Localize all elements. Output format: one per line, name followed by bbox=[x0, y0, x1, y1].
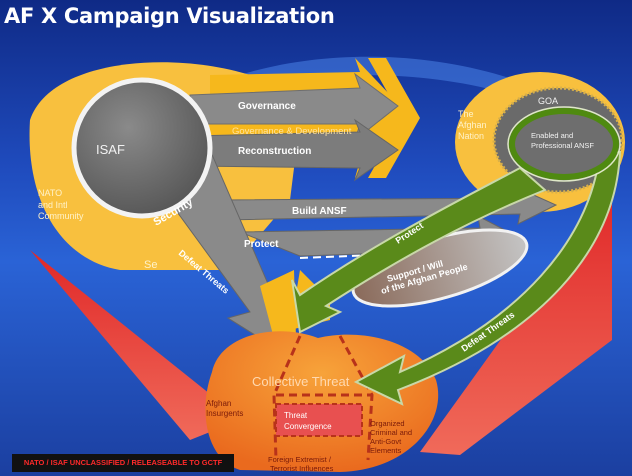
ansf-label-line2: Professional ANSF bbox=[531, 141, 594, 150]
criminal-label-line4: Elements bbox=[370, 446, 402, 455]
yellow-chevron bbox=[368, 58, 420, 178]
isaf-circle bbox=[71, 77, 213, 219]
governance-arrow bbox=[189, 72, 399, 142]
isaf-label: ISAF bbox=[96, 142, 125, 157]
afghan-nation-line1: The bbox=[458, 109, 474, 119]
threat-convergence-line1: Threat bbox=[284, 411, 308, 420]
collective-threat-label: Collective Threat bbox=[252, 374, 350, 389]
build-ansf-label: Build ANSF bbox=[292, 206, 347, 217]
threat-convergence-line2: Convergence bbox=[284, 422, 332, 431]
foreign-label-line2: Terrorist Influences bbox=[270, 464, 334, 473]
insurgents-label-line1: Afghan bbox=[206, 399, 231, 408]
protect-isaf-label: Protect bbox=[244, 239, 279, 250]
nato-label-line2: and Intl bbox=[38, 200, 68, 210]
nato-label-line1: NATO bbox=[38, 188, 62, 198]
criminal-label-line3: Anti-Govt bbox=[370, 437, 402, 446]
reconstruction-label: Reconstruction bbox=[238, 146, 311, 157]
slide-title: AF X Campaign Visualization bbox=[4, 4, 335, 28]
green-protect-arrow bbox=[291, 166, 547, 334]
threat-convergence-box bbox=[275, 403, 363, 437]
afghan-nation-line2: Afghan bbox=[458, 120, 487, 130]
se-fragment-label: Se bbox=[144, 259, 157, 271]
criminal-label-line1: Organized bbox=[370, 419, 405, 428]
foreign-label-line1: Foreign Extremist / bbox=[268, 455, 332, 464]
classification-banner: NATO / ISAF UNCLASSIFIED / RELEASEABLE T… bbox=[12, 454, 234, 472]
green-defeat-arrow bbox=[353, 151, 622, 406]
nato-label-line3: Community bbox=[38, 211, 84, 221]
governance-label: Governance bbox=[238, 101, 296, 112]
ansf-circle bbox=[509, 108, 619, 180]
criminal-label-line2: Criminal and bbox=[370, 428, 412, 437]
afghan-nation-line3: Nation bbox=[458, 131, 484, 141]
insurgents-label-line2: Insurgents bbox=[206, 409, 243, 418]
collective-threat-blob bbox=[205, 331, 439, 472]
governance-development-label: Governance & Development bbox=[232, 126, 352, 137]
left-red-pointer bbox=[30, 250, 240, 440]
ansf-label-line1: Enabled and bbox=[531, 131, 573, 140]
reconstruction-arrow bbox=[189, 118, 399, 182]
goa-label: GOA bbox=[538, 96, 558, 106]
